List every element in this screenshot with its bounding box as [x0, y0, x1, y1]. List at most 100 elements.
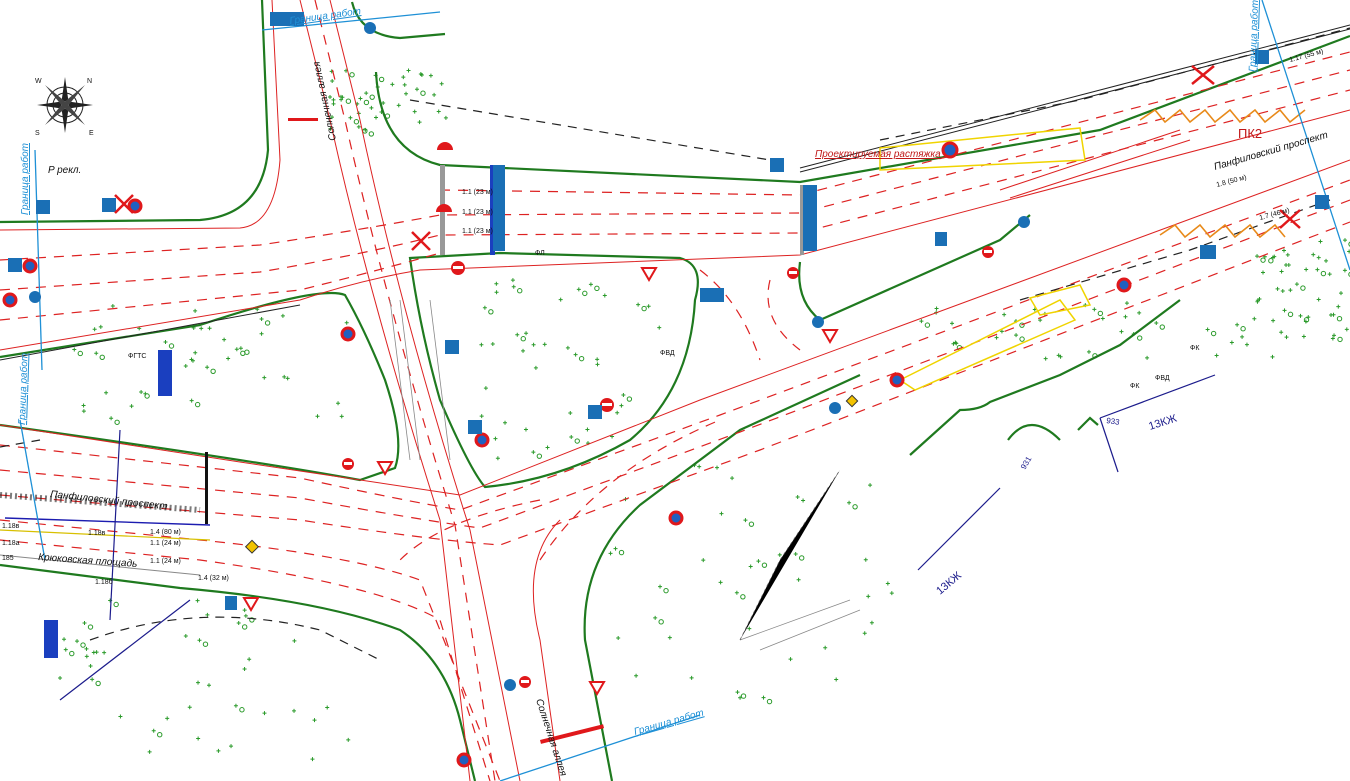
info-sign-icon[interactable] [700, 288, 724, 302]
vegetation-mark [196, 680, 201, 685]
no-parking-sign-icon[interactable] [1116, 277, 1132, 293]
no-entry-sign-icon[interactable] [787, 267, 799, 279]
no-parking-sign-icon[interactable] [127, 198, 143, 214]
tree-mark [363, 99, 370, 106]
vegetation-mark [834, 677, 839, 682]
no-parking-sign-icon[interactable] [668, 510, 684, 526]
vegetation-mark [390, 82, 395, 87]
vegetation-mark [81, 409, 86, 414]
removed-sign-icon[interactable] [114, 65, 1301, 251]
info-sign-icon[interactable] [588, 405, 602, 419]
mandatory-direction-sign-icon[interactable] [504, 679, 516, 691]
vegetation-mark [1100, 316, 1105, 321]
vegetation-mark [494, 281, 499, 286]
vegetation-mark [588, 282, 593, 287]
info-sign-icon[interactable] [102, 198, 116, 212]
vegetation-mark [1244, 342, 1249, 347]
compass-e: E [89, 130, 94, 137]
yield-sign-icon[interactable] [376, 461, 394, 476]
mark-label: 185 [2, 555, 14, 562]
mandatory-direction-sign-icon[interactable] [829, 402, 841, 414]
info-sign-icon[interactable] [1200, 245, 1216, 259]
no-parking-sign-icon[interactable] [340, 326, 356, 342]
no-entry-sign-icon[interactable] [519, 676, 531, 688]
tree-mark [1336, 316, 1343, 322]
vegetation-mark [1280, 289, 1285, 294]
vegetation-mark [1318, 239, 1323, 244]
vegetation-mark [358, 96, 363, 101]
no-entry-sign-icon[interactable] [451, 261, 465, 275]
yield-sign-icon[interactable] [640, 267, 658, 282]
vegetation-mark [325, 705, 330, 710]
parcel-code: 13КЖ [1147, 413, 1178, 433]
vegetation-mark [934, 306, 939, 311]
vegetation-mark [1154, 321, 1159, 326]
vegetation-mark [1330, 336, 1335, 341]
info-sign-icon[interactable] [36, 200, 50, 214]
vegetation-mark [667, 635, 672, 640]
traffic-light-icon[interactable] [436, 142, 453, 212]
info-sign-icon[interactable] [1255, 50, 1269, 64]
no-parking-sign-icon[interactable] [456, 752, 472, 768]
tree-mark [766, 698, 773, 705]
tree-mark [80, 642, 86, 648]
info-sign-icon[interactable] [770, 158, 784, 172]
info-sign-icon[interactable] [468, 420, 482, 434]
no-parking-sign-icon[interactable] [474, 432, 490, 448]
no-parking-sign-icon[interactable] [2, 292, 18, 308]
lane-label: 1.1 (23 м) [462, 228, 493, 235]
info-sign-icon[interactable] [935, 232, 947, 246]
vegetation-mark [730, 476, 735, 481]
info-sign-icon[interactable] [8, 258, 22, 272]
no-parking-sign-icon[interactable] [889, 372, 905, 388]
no-entry-sign-icon[interactable] [982, 246, 994, 258]
no-entry-sign-icon[interactable] [600, 398, 614, 412]
lane-direction-signs-icon[interactable] [493, 165, 505, 251]
vegetation-mark [81, 403, 86, 408]
vegetation-mark [189, 357, 194, 362]
lane-direction-signs-icon[interactable] [44, 620, 58, 658]
vegetation-mark [1324, 258, 1329, 263]
mandatory-direction-sign-icon[interactable] [1018, 216, 1030, 228]
vegetation-mark [183, 633, 188, 638]
priority-road-sign-icon[interactable] [845, 394, 859, 408]
lane-direction-signs-icon[interactable] [803, 185, 817, 251]
vegetation-mark [595, 362, 600, 367]
yield-sign-icon[interactable] [588, 681, 606, 696]
vegetation-mark [718, 580, 723, 585]
vegetation-mark [402, 82, 407, 87]
lane-direction-signs-icon[interactable] [158, 350, 172, 396]
info-sign-icon[interactable] [1315, 195, 1329, 209]
yield-sign-icon[interactable] [821, 329, 839, 344]
vegetation-mark [339, 97, 344, 102]
priority-road-sign-icon[interactable] [244, 539, 260, 554]
vegetation-mark [793, 551, 798, 556]
vegetation-mark [531, 342, 536, 347]
no-parking-sign-icon[interactable] [941, 141, 959, 159]
labels: Граница работ Граница работ Граница рабо… [2, 0, 1329, 778]
lane-direction-signs-icon[interactable] [270, 12, 304, 26]
mandatory-direction-sign-icon[interactable] [364, 22, 376, 34]
vegetation-mark [439, 81, 444, 86]
info-sign-icon[interactable] [225, 596, 237, 610]
vegetation-mark [58, 675, 63, 680]
vegetation-mark [315, 414, 320, 419]
vegetation-mark [236, 620, 241, 625]
vegetation-mark [479, 342, 484, 347]
lane-label: 1.1 (24 м) [150, 558, 181, 565]
vegetation-mark [1119, 329, 1124, 334]
no-entry-sign-icon[interactable] [342, 458, 354, 470]
picket-label: ПК2 [1238, 126, 1262, 141]
mandatory-direction-sign-icon[interactable] [29, 291, 41, 303]
mandatory-direction-sign-icon[interactable] [812, 316, 824, 328]
vegetation-mark [494, 290, 499, 295]
vegetation-mark [1137, 310, 1142, 315]
vegetation-mark [863, 557, 868, 562]
mark-label: ФВД [1155, 375, 1170, 382]
no-parking-sign-icon[interactable] [22, 258, 38, 274]
yield-sign-icon[interactable] [242, 597, 260, 612]
vegetation-mark [950, 321, 955, 326]
info-sign-icon[interactable] [445, 340, 459, 354]
vegetation-mark [482, 305, 487, 310]
vegetation-mark [1043, 356, 1048, 361]
